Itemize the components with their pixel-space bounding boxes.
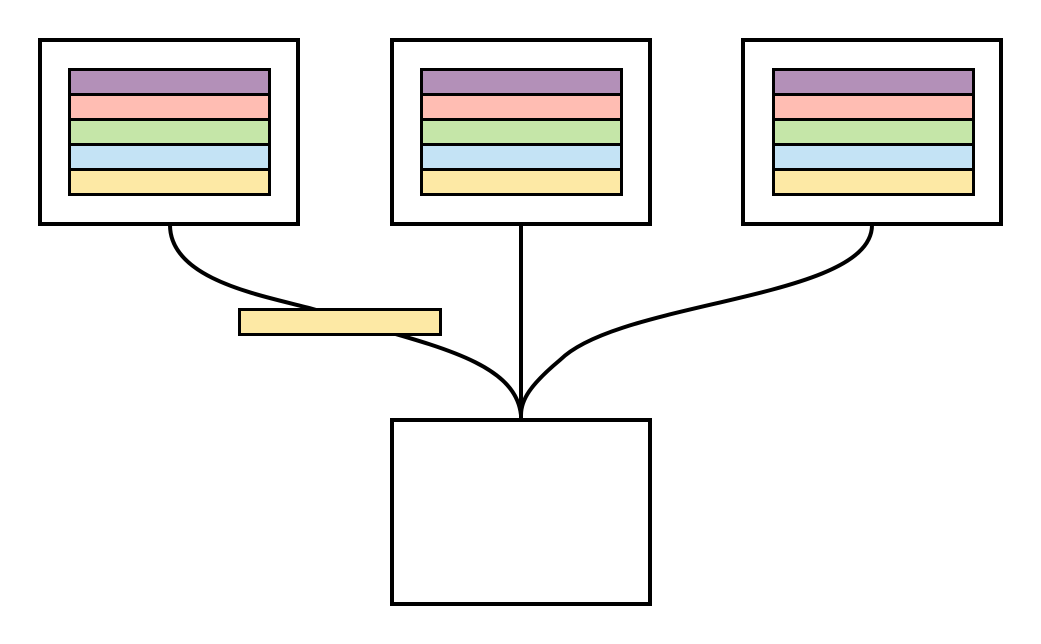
band-blue xyxy=(775,146,972,168)
band-blue xyxy=(71,146,268,168)
band-purple xyxy=(71,71,268,93)
band-stack-center xyxy=(420,68,623,196)
band-yellow xyxy=(775,171,972,193)
band-green xyxy=(423,121,620,143)
band-yellow xyxy=(423,171,620,193)
band-purple xyxy=(423,71,620,93)
source-node-right xyxy=(741,38,1003,226)
band-pink xyxy=(775,96,972,118)
band-pink xyxy=(71,96,268,118)
in-transit-band xyxy=(238,308,442,336)
band-green xyxy=(71,121,268,143)
band-green xyxy=(775,121,972,143)
edge-right-to-target xyxy=(519,224,874,416)
band-pink xyxy=(423,96,620,118)
source-node-center xyxy=(390,38,652,226)
band-stack-right xyxy=(772,68,975,196)
band-purple xyxy=(775,71,972,93)
band-yellow xyxy=(71,171,268,193)
band-blue xyxy=(423,146,620,168)
band-stack-left xyxy=(68,68,271,196)
target-node xyxy=(390,418,652,606)
source-node-left xyxy=(38,38,300,226)
